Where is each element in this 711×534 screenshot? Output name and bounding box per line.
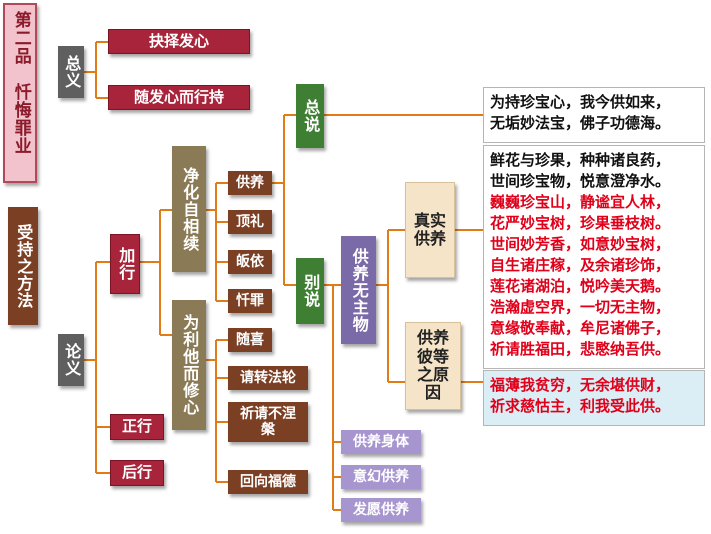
verse-line: 巍巍珍宝山，静谧宜人林， [490, 193, 671, 211]
yuanyin-box: 供养彼等之原因 [405, 322, 461, 410]
verse-line: 世间妙芳香，如意妙宝树， [490, 235, 671, 253]
zongyi-box: 总义 [58, 46, 84, 98]
verse-line: 鲜花与珍果，种种诸良药， [490, 151, 671, 169]
zhenshi-box: 真实供养 [405, 182, 455, 278]
verse-top: 为持珍宝心，我今供如来， 无垢妙法宝，佛子功德海。 [483, 87, 705, 143]
verse-line: 为持珍宝心，我今供如来， [490, 93, 671, 111]
shenti-box: 供养身体 [341, 430, 421, 454]
verse-line: 无垢妙法宝，佛子功德海。 [490, 114, 671, 132]
sub-huixiang: 回向福德 [228, 470, 308, 494]
sub-suixi: 随喜 [228, 328, 272, 352]
chapter-number: 第二品 [10, 11, 31, 65]
verse-line: 花严妙宝树，珍果垂枝树。 [490, 214, 671, 232]
sub-guiyi: 皈依 [228, 250, 272, 274]
sub-dingli: 顶礼 [228, 210, 272, 234]
verse-line: 意缘敬奉献，牟尼诸佛子， [490, 319, 671, 337]
sub-gongyang: 供养 [228, 171, 272, 195]
verse-line: 浩瀚虚空界，一切无主物， [490, 298, 671, 316]
verse-line: 祈请胜福田，悲愍纳吾供。 [490, 340, 671, 358]
method-box: 受持之方法 [8, 207, 38, 325]
jiaxing-box: 加行 [110, 234, 140, 294]
zongshuo-box: 总说 [296, 84, 324, 148]
yihuan-box: 意幻供养 [341, 465, 421, 489]
fayuan-box: 发愿供养 [341, 498, 421, 522]
verse-line: 自生诸庄稼，及余诸珍饰， [490, 256, 671, 274]
zongyi-item-2: 随发心而行持 [108, 85, 250, 110]
sub-qiqing: 祈请不涅槃 [228, 402, 308, 442]
sub-chanzui: 忏罪 [228, 289, 272, 313]
jinghua-box: 净化自相续 [172, 146, 206, 272]
houxing-box: 后行 [110, 460, 164, 486]
bieshuo-box: 别说 [296, 258, 324, 324]
verse-middle: 鲜花与珍果，种种诸良药， 世间珍宝物，悦意澄净水。 巍巍珍宝山，静谧宜人林， 花… [483, 145, 705, 369]
verse-line: 福薄我贫穷，无余堪供财， [490, 376, 671, 394]
verse-line: 世间珍宝物，悦意澄净水。 [490, 172, 671, 190]
verse-line: 祈求慈怙主，利我受此供。 [490, 397, 671, 415]
zhengxing-box: 正行 [110, 414, 164, 440]
gongyang-wuzhu-box: 供养无主物 [341, 236, 376, 344]
zongyi-item-1: 抉择发心 [108, 29, 250, 54]
sub-qingzhuan: 请转法轮 [228, 366, 308, 390]
verse-bottom: 福薄我贫穷，无余堪供财， 祈求慈怙主，利我受此供。 [483, 370, 705, 426]
weili-box: 为利他而修心 [172, 300, 206, 430]
chapter-title-box: 第二品 忏悔罪业 [3, 3, 37, 183]
verse-line: 莲花诸湖泊，悦吟美天鹅。 [490, 277, 671, 295]
lunyi-box: 论义 [58, 334, 84, 386]
chapter-title: 忏悔罪业 [10, 83, 31, 155]
